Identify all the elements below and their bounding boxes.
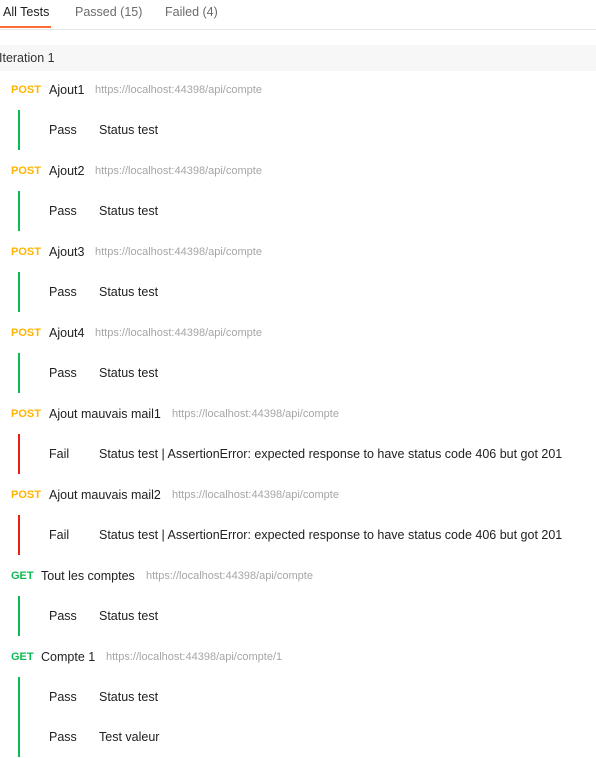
test-result: Pass Status test: [0, 687, 596, 707]
active-tab-indicator: [0, 26, 51, 28]
test-status: Pass: [49, 690, 77, 704]
tab-passed[interactable]: Passed (15): [75, 5, 143, 19]
request-name: Compte 1: [41, 650, 96, 664]
test-result: Fail Status test | AssertionError: expect…: [0, 525, 596, 545]
request-row[interactable]: POST Ajout mauvais mail2 https://localhost…: [0, 485, 596, 505]
test-results-tabs: All Tests Passed (15) Failed (4): [0, 0, 596, 30]
test-name: Status test: [99, 366, 159, 380]
test-status: Fail: [49, 447, 70, 461]
request-method: POST: [11, 165, 41, 177]
request-url: https://localhost:44398/api/compte: [95, 165, 262, 177]
request-url: https://localhost:44398/api/compte/1: [106, 651, 283, 663]
test-name: Status test: [99, 123, 159, 137]
pass-indicator-bar: [18, 353, 20, 393]
iteration-header[interactable]: Iteration 1: [0, 45, 596, 71]
test-status: Pass: [49, 285, 77, 299]
request-row[interactable]: POST Ajout mauvais mail1 https://localhost…: [0, 404, 596, 424]
request-url: https://localhost:44398/api/compte: [146, 570, 313, 582]
test-status: Pass: [49, 123, 77, 137]
request-row[interactable]: GET Compte 1 https://localhost:44398/api/c…: [0, 647, 596, 667]
request-url: https://localhost:44398/api/compte: [95, 84, 262, 96]
request-name: Ajout mauvais mail2: [49, 488, 161, 502]
pass-indicator-bar: [18, 677, 20, 757]
request-method: GET: [11, 651, 34, 663]
test-name: Status test: [99, 285, 159, 299]
test-name: Status test: [99, 690, 159, 704]
test-status: Fail: [49, 528, 70, 542]
request-row[interactable]: POST Ajout2 https://localhost:44398/api/co…: [0, 161, 596, 181]
request-name: Ajout1: [49, 83, 85, 97]
test-name: Status test | AssertionError: expected r…: [99, 447, 563, 461]
test-result: Pass Status test: [0, 201, 596, 221]
test-status: Pass: [49, 730, 77, 744]
request-name: Ajout4: [49, 326, 85, 340]
pass-indicator-bar: [18, 596, 20, 636]
request-method: POST: [11, 246, 41, 258]
request-name: Ajout mauvais mail1: [49, 407, 161, 421]
test-result: Pass Status test: [0, 606, 596, 626]
pass-indicator-bar: [18, 110, 20, 150]
request-name: Ajout2: [49, 164, 85, 178]
request-name: Ajout3: [49, 245, 85, 259]
test-result: Pass Status test: [0, 120, 596, 140]
test-result: Pass Test valeur: [0, 727, 596, 747]
request-row[interactable]: POST Ajout3 https://localhost:44398/api/co…: [0, 242, 596, 262]
test-status: Pass: [49, 204, 77, 218]
request-method: POST: [11, 489, 41, 501]
request-url: https://localhost:44398/api/compte: [95, 327, 262, 339]
test-name: Status test: [99, 609, 159, 623]
test-status: Pass: [49, 366, 77, 380]
request-url: https://localhost:44398/api/compte: [95, 246, 262, 258]
request-row[interactable]: POST Ajout1 https://localhost:44398/api/co…: [0, 80, 596, 100]
iteration-label: Iteration 1: [0, 51, 55, 65]
pass-indicator-bar: [18, 272, 20, 312]
request-url: https://localhost:44398/api/compte: [172, 489, 339, 501]
test-name: Status test | AssertionError: expected r…: [99, 528, 563, 542]
test-status: Pass: [49, 609, 77, 623]
pass-indicator-bar: [18, 191, 20, 231]
request-name: Tout les comptes: [41, 569, 135, 583]
test-name: Status test: [99, 204, 159, 218]
fail-indicator-bar: [18, 434, 20, 474]
test-result: Pass Status test: [0, 282, 596, 302]
test-result: Pass Status test: [0, 363, 596, 383]
fail-indicator-bar: [18, 515, 20, 555]
request-url: https://localhost:44398/api/compte: [172, 408, 339, 420]
test-name: Test valeur: [99, 730, 160, 744]
tab-all-tests[interactable]: All Tests: [3, 5, 50, 19]
request-method: POST: [11, 408, 41, 420]
tab-failed[interactable]: Failed (4): [165, 5, 218, 19]
request-row[interactable]: GET Tout les comptes https://localhost:443…: [0, 566, 596, 586]
request-method: GET: [11, 570, 34, 582]
request-row[interactable]: POST Ajout4 https://localhost:44398/api/co…: [0, 323, 596, 343]
request-method: POST: [11, 327, 41, 339]
test-result: Fail Status test | AssertionError: expect…: [0, 444, 596, 464]
request-method: POST: [11, 84, 41, 96]
